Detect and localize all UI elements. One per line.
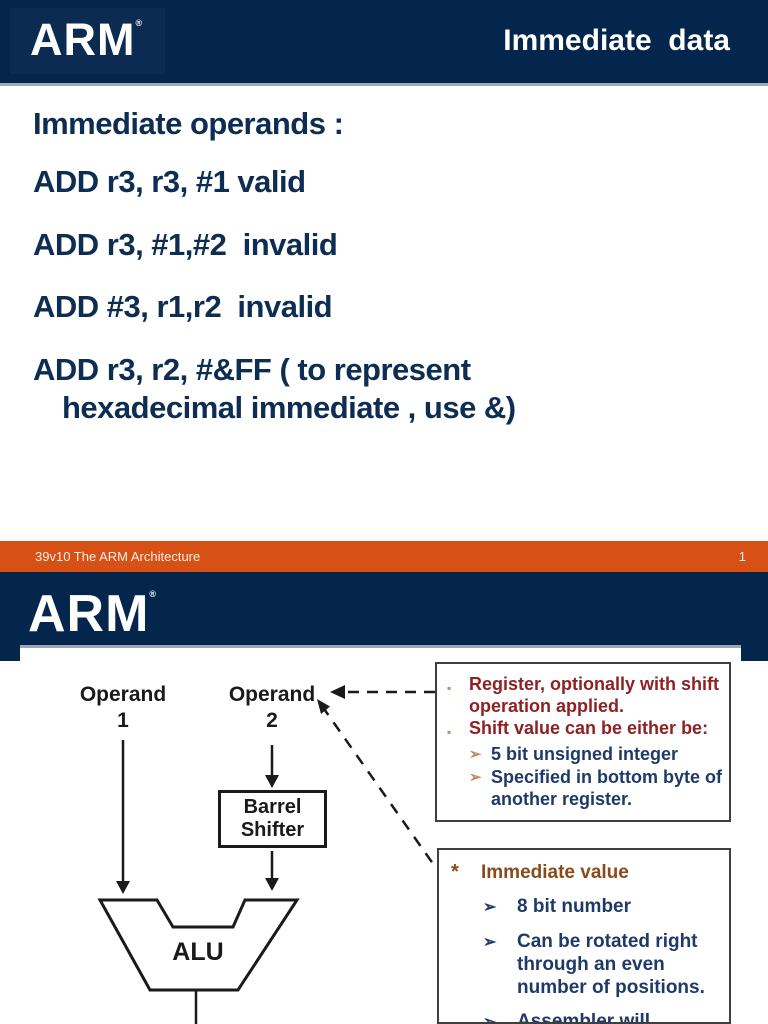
footer-course-label: 39v10 The ARM Architecture	[35, 549, 201, 564]
slide1-body-line: ADD r3, r2, #&FF ( to represent	[33, 352, 471, 387]
list-item-text: 5 bit unsigned integer	[491, 744, 679, 764]
immediate-callout-arrowhead-icon	[317, 699, 330, 714]
footer-page-number: 1	[738, 549, 746, 564]
slide1-body-line: ADD #3, r1,r2 invalid	[33, 289, 333, 324]
arm-logo: ARM®	[28, 588, 157, 640]
alu-label: ALU	[172, 938, 224, 966]
barrel-shifter-box: Barrel Shifter	[218, 790, 327, 848]
barrel-shifter-line2: Shifter	[240, 819, 305, 841]
operand1-word: Operand	[79, 683, 167, 706]
arrow-bullet-icon: ➢	[483, 899, 497, 916]
arrow-bullet-icon: ➢	[483, 1014, 497, 1024]
arm-logo-text: ARM	[28, 585, 150, 643]
immediate-box-title-row: * Immediate value	[451, 861, 723, 884]
list-item: ➢ 5 bit unsigned integer	[469, 743, 723, 766]
operand2-label: Operand 2	[222, 682, 322, 734]
slide1-footer-bar: 39v10 The ARM Architecture 1	[0, 541, 768, 572]
list-item-text: Shift value can be either be:	[469, 718, 709, 738]
list-item: ➢ Specified in bottom byte of another re…	[469, 766, 723, 810]
slide1-body-line: Immediate operands :	[33, 106, 344, 141]
operand2-word: Operand	[228, 683, 316, 706]
square-bullet-icon: ▪	[447, 725, 452, 739]
barrel-to-alu-arrowhead-icon	[265, 878, 279, 891]
register-callout-arrowhead-icon	[330, 685, 345, 699]
operand1-number: 1	[117, 709, 129, 732]
list-item-text: Can be rotated right through an even num…	[517, 931, 705, 998]
slide1-logo-badge	[10, 8, 165, 74]
register-info-box: ▪ Register, optionally with shift operat…	[435, 662, 731, 822]
square-bullet-icon: ▪	[447, 681, 452, 695]
registered-mark-icon: ®	[135, 18, 144, 28]
asterisk-bullet-icon: *	[451, 861, 459, 883]
list-item: ➢ Assembler will calculate rotate for yo…	[483, 1010, 723, 1024]
list-item: ▪ Register, optionally with shift operat…	[447, 673, 723, 717]
arm-logo: ARM®	[30, 17, 143, 62]
slide1-body-line: hexadecimal immediate , use &)	[62, 390, 516, 425]
barrel-shifter-line1: Barrel	[243, 796, 302, 818]
slide1-body-line: ADD r3, r3, #1 valid	[33, 164, 306, 199]
immediate-box-title: Immediate value	[481, 862, 629, 883]
operand1-label: Operand 1	[73, 682, 173, 734]
arrow-bullet-icon: ➢	[469, 746, 482, 763]
immediate-info-box: * Immediate value ➢ 8 bit number ➢ Can b…	[437, 848, 731, 1024]
arm-logo-text: ARM	[30, 14, 136, 65]
alu-diagram	[97, 685, 438, 1024]
slide1-title: Immediate data	[503, 24, 730, 57]
list-item-text: Specified in bottom byte of another regi…	[491, 767, 723, 809]
slide1-body-line: ADD r3, #1,#2 invalid	[33, 227, 338, 262]
operand2-arrowhead-icon	[265, 775, 279, 788]
list-item-text: Assembler will calculate rotate for you …	[517, 1011, 651, 1024]
operand2-number: 2	[266, 709, 278, 732]
arrow-bullet-icon: ➢	[469, 769, 482, 786]
list-item: ➢ Can be rotated right through an even n…	[483, 930, 723, 999]
operand1-arrowhead-icon	[116, 881, 130, 894]
immediate-callout-dashed-line	[320, 705, 438, 869]
registered-mark-icon: ®	[149, 589, 158, 599]
alu-shape	[97, 898, 300, 992]
list-item-text: Register, optionally with shift operatio…	[469, 674, 720, 716]
slide1-header-divider	[0, 83, 768, 86]
arrow-bullet-icon: ➢	[483, 934, 497, 951]
list-item: ➢ 8 bit number	[483, 895, 723, 919]
list-item-text: 8 bit number	[517, 896, 632, 917]
list-item: ▪ Shift value can be either be:	[447, 717, 723, 743]
